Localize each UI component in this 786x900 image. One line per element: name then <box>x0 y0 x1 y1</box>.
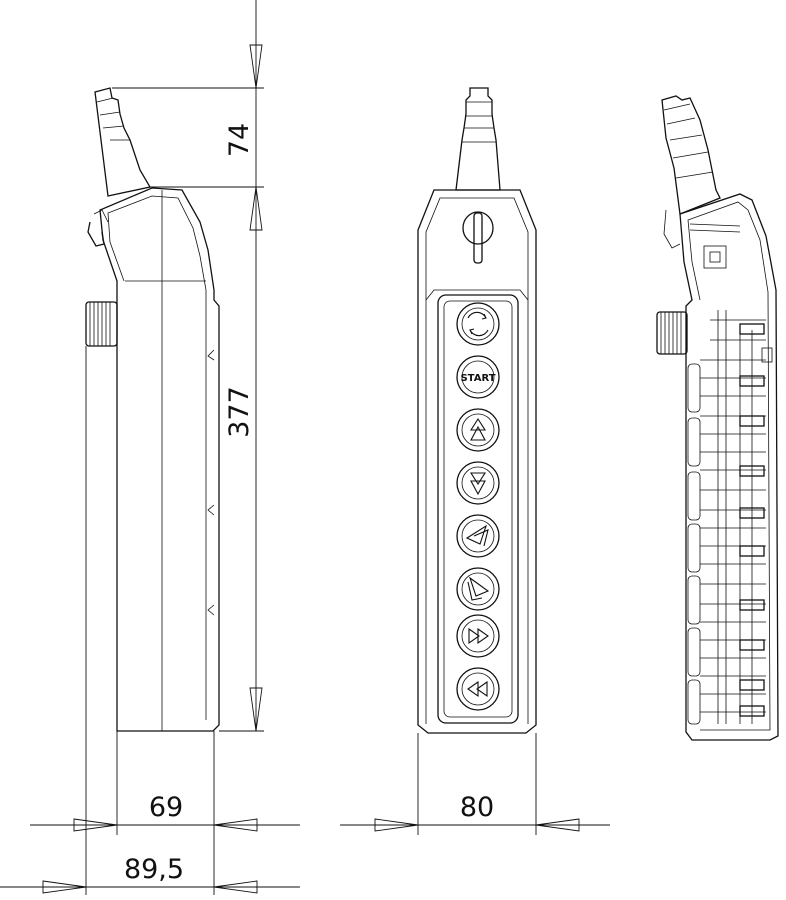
forward-button[interactable] <box>456 614 500 658</box>
front-view: START <box>417 87 537 734</box>
arrow-diag-right-icon <box>467 576 490 601</box>
dim-depth-with-knob: 89,5 <box>124 854 184 885</box>
up-button[interactable] <box>456 408 500 452</box>
diag-right-button[interactable] <box>456 567 500 611</box>
arrow-down-icon <box>469 472 487 496</box>
dim-cable-length: 74 <box>224 123 255 157</box>
rotate-icon <box>467 311 489 337</box>
start-label: START <box>460 373 495 384</box>
section-view <box>656 95 779 741</box>
diag-left-button[interactable] <box>456 514 500 558</box>
dimension-lines <box>0 0 610 895</box>
side-view <box>85 87 220 732</box>
rewind-button[interactable] <box>456 667 500 711</box>
dim-width: 80 <box>460 792 494 823</box>
dimension-labels: 74 377 69 89,5 80 <box>124 123 494 885</box>
rewind-icon <box>467 680 488 698</box>
start-button[interactable]: START <box>456 355 500 399</box>
arrow-diag-left-icon <box>465 524 489 547</box>
fast-forward-icon <box>468 627 489 645</box>
dim-body-height: 377 <box>224 386 255 438</box>
rotate-button[interactable] <box>456 302 500 346</box>
dim-depth: 69 <box>149 792 183 823</box>
arrow-up-icon <box>469 417 487 441</box>
down-button[interactable] <box>456 461 500 505</box>
